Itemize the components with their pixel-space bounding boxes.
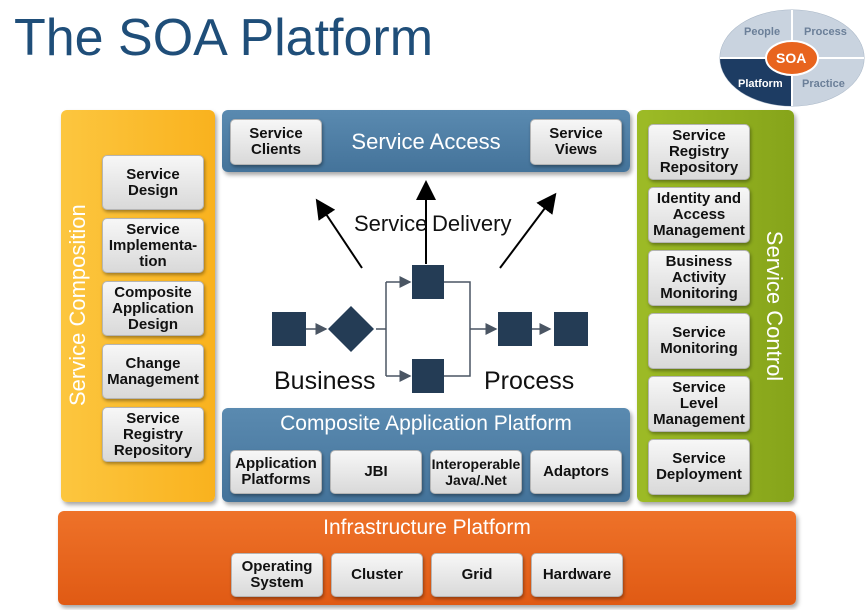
process-node-end	[554, 312, 588, 346]
control-item-registry: Service Registry Repository	[648, 124, 750, 180]
infra-item-hardware: Hardware	[531, 553, 623, 597]
logo-platform: Platform	[738, 78, 783, 90]
business-process-diagram	[272, 180, 588, 393]
service-delivery-label-2: Delivery	[432, 211, 512, 236]
service-control-label: Service Control	[762, 230, 787, 382]
infrastructure-panel	[58, 511, 796, 605]
composition-item-service-design: Service Design	[102, 155, 204, 210]
control-item-slm: Service Level Management	[648, 376, 750, 432]
control-item-bam: Business Activity Monitoring	[648, 250, 750, 306]
service-composition-label: Service Composition	[65, 204, 90, 406]
infra-item-grid: Grid	[431, 553, 523, 597]
composition-item-change-management: Change Management	[102, 344, 204, 399]
logo-soa: SOA	[776, 50, 807, 66]
process-node-lower	[412, 359, 444, 393]
composite-item-interop: Interoperable Java/.Net	[430, 450, 522, 494]
composition-item-service-implementation: Service Implementa- tion	[102, 218, 204, 273]
delivery-arrow-right	[499, 192, 557, 269]
process-node-upper	[412, 265, 444, 299]
soa-logo-graphic	[719, 9, 865, 107]
delivery-arrow-left	[315, 198, 363, 269]
control-item-deployment: Service Deployment	[648, 439, 750, 495]
service-views: Service Views	[530, 119, 622, 165]
composite-item-adaptors: Adaptors	[530, 450, 622, 494]
service-delivery-label-1: Service	[354, 211, 428, 236]
infra-item-cluster: Cluster	[331, 553, 423, 597]
composition-item-composite-design: Composite Application Design	[102, 281, 204, 336]
composite-item-jbi: JBI	[330, 450, 422, 494]
page-title: The SOA Platform	[14, 9, 434, 67]
soa-logo: People Process Platform Practice SOA	[718, 8, 866, 108]
control-item-identity: Identity and Access Management	[648, 187, 750, 243]
process-node-decision	[328, 306, 374, 352]
infra-item-os: Operating System	[231, 553, 323, 597]
composite-platform-label: Composite Application Platform	[280, 412, 572, 435]
composite-item-app-platforms: Application Platforms	[230, 450, 322, 494]
logo-practice: Practice	[802, 78, 845, 90]
infrastructure-label: Infrastructure Platform	[323, 516, 531, 539]
service-access-label: Service Access	[351, 129, 501, 154]
composition-item-registry: Service Registry Repository	[102, 407, 204, 462]
process-node-start	[272, 312, 306, 346]
logo-process: Process	[804, 26, 847, 38]
business-label: Business	[274, 367, 376, 395]
logo-people: People	[744, 26, 781, 38]
process-node-merge	[498, 312, 532, 346]
control-item-monitoring: Service Monitoring	[648, 313, 750, 369]
process-label: Process	[484, 367, 575, 395]
service-clients: Service Clients	[230, 119, 322, 165]
